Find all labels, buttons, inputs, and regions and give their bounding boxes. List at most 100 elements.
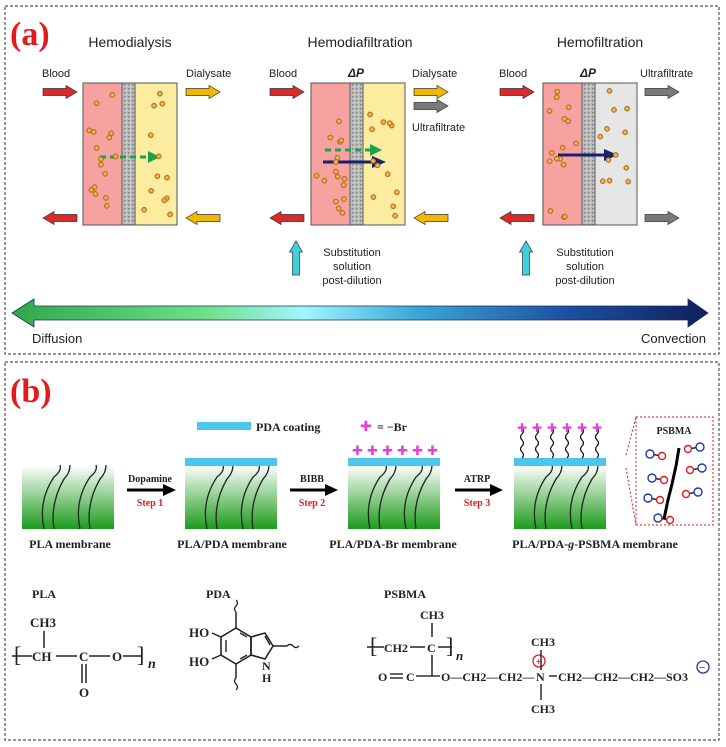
- svg-text:C: C: [406, 670, 415, 684]
- solute-particle: [386, 120, 393, 126]
- solute-particle: [86, 127, 92, 134]
- solute-particle: [370, 194, 377, 200]
- br-initiator-icon: ✚: [427, 443, 438, 458]
- solute-particle: [93, 100, 100, 107]
- ultrafiltrate-out-arrow-3b: [644, 210, 680, 226]
- solute-particles: [86, 88, 632, 220]
- svg-text:CH3: CH3: [420, 608, 444, 622]
- svg-text:n: n: [456, 648, 463, 663]
- solute-particle: [561, 213, 568, 220]
- pla-pda-g-psbma-membrane-caption: PLA/PDA-g-PSBMA membrane: [512, 537, 678, 551]
- psbma-structure: PSBMA CH3 [ CH2 C ] n O C O—CH2—CH2— N +…: [367, 587, 710, 716]
- pda-name: PDA: [206, 587, 231, 601]
- solute-particle: [390, 203, 397, 210]
- pda-coating-layer: [514, 458, 606, 466]
- solute-particle: [605, 157, 612, 163]
- solute-particle: [333, 198, 339, 205]
- panel-a-label: (a): [10, 16, 50, 53]
- dialysate-label-1: Dialysate: [186, 68, 231, 80]
- pore-line: [240, 464, 270, 530]
- solute-particle: [600, 178, 606, 184]
- svg-text:−: −: [699, 662, 705, 674]
- solute-particle: [554, 88, 561, 95]
- sulfonate-minus-icon: [696, 660, 710, 674]
- dialysate-compartment-2: [362, 82, 406, 226]
- substitution-arrow-3: [518, 240, 534, 276]
- solute-particle: [612, 152, 619, 158]
- solute-particle: [565, 104, 572, 111]
- svg-text:O: O: [378, 670, 387, 684]
- solute-particle: [546, 108, 553, 114]
- solute-particle: [622, 129, 628, 136]
- solute-particle: [341, 196, 347, 202]
- pore-line: [569, 464, 599, 530]
- pda-coating-layer: [185, 458, 277, 466]
- svg-text:N: N: [262, 659, 271, 673]
- blood-label-2: Blood: [269, 68, 297, 80]
- brush-end-icon: ✚: [577, 421, 587, 435]
- polymer-brush: [564, 427, 570, 459]
- substitution-label-3b: solution: [566, 261, 604, 273]
- pla-membrane-caption: PLA membrane: [29, 537, 111, 551]
- solute-particle: [339, 210, 346, 216]
- svg-text:H: H: [262, 671, 272, 685]
- polymer-brush: [549, 427, 555, 459]
- svg-text:O: O: [79, 685, 89, 700]
- flow-arrows: [42, 84, 680, 276]
- pore-line: [77, 464, 107, 530]
- step-1-label: Step 1: [137, 498, 163, 509]
- blood-in-arrow-2: [269, 84, 305, 100]
- solute-particle: [167, 211, 173, 218]
- solute-particle: [553, 94, 560, 100]
- ultrafiltrate-label-3: Ultrafiltrate: [640, 68, 693, 80]
- cation-icon: [681, 489, 691, 499]
- solute-particle: [604, 126, 610, 132]
- solute-particle: [367, 111, 373, 118]
- dialysate-out-arrow-2: [413, 84, 449, 100]
- psbma-inset-title: PSBMA: [657, 426, 693, 437]
- solute-particle: [93, 145, 100, 151]
- delta-p-label-3: ΔP: [579, 66, 597, 80]
- solute-particle: [340, 182, 347, 188]
- solute-particle: [560, 161, 567, 168]
- step-3-arrow: ATRP Step 3: [455, 474, 503, 509]
- blood-out-arrow-3: [499, 210, 535, 226]
- blood-out-arrow-1: [42, 210, 78, 226]
- solute-particle: [88, 187, 95, 193]
- solute-particle: [159, 101, 166, 107]
- solute-particle: [327, 134, 334, 141]
- polymer-brush: [594, 427, 600, 459]
- anion-icon: [695, 442, 705, 452]
- svg-text:[: [: [370, 633, 377, 658]
- ultrafiltrate-out-arrow-3: [644, 84, 680, 100]
- pore-line: [403, 464, 433, 530]
- svg-text:O: O: [112, 649, 122, 664]
- blood-in-arrow-3: [499, 84, 535, 100]
- svg-text:CH3: CH3: [531, 635, 555, 649]
- solute-particle: [98, 161, 104, 168]
- br-initiator-icon: ✚: [352, 443, 363, 458]
- solute-particle: [333, 168, 339, 175]
- ultrafiltrate-out-arrow-2: [413, 98, 449, 114]
- brush-end-icon: ✚: [532, 421, 542, 435]
- cation-icon: [657, 451, 667, 461]
- pla-pda-br-membrane-caption: PLA/PDA-Br membrane: [329, 537, 457, 551]
- solute-particle: [98, 156, 104, 162]
- solute-particle: [374, 162, 381, 169]
- hemodialysis-title: Hemodialysis: [88, 34, 171, 50]
- solute-particle: [147, 132, 154, 138]
- svg-text:]: ]: [137, 642, 144, 667]
- cation-icon: [659, 475, 669, 485]
- anion-icon: [643, 493, 653, 503]
- membrane-body: [22, 465, 114, 529]
- convection-label: Convection: [641, 331, 706, 346]
- pore-line: [367, 464, 397, 530]
- blood-out-arrow-2: [269, 210, 305, 226]
- brush-end-icon: ✚: [517, 421, 527, 435]
- blood-label-3: Blood: [499, 68, 527, 80]
- br-initiator-icon: ✚: [412, 443, 423, 458]
- solute-particle: [392, 212, 398, 219]
- pla-structure: PLA CH3 [ CH C O ] n O: [12, 587, 156, 700]
- solute-particle: [157, 90, 163, 97]
- solute-particle: [611, 107, 617, 113]
